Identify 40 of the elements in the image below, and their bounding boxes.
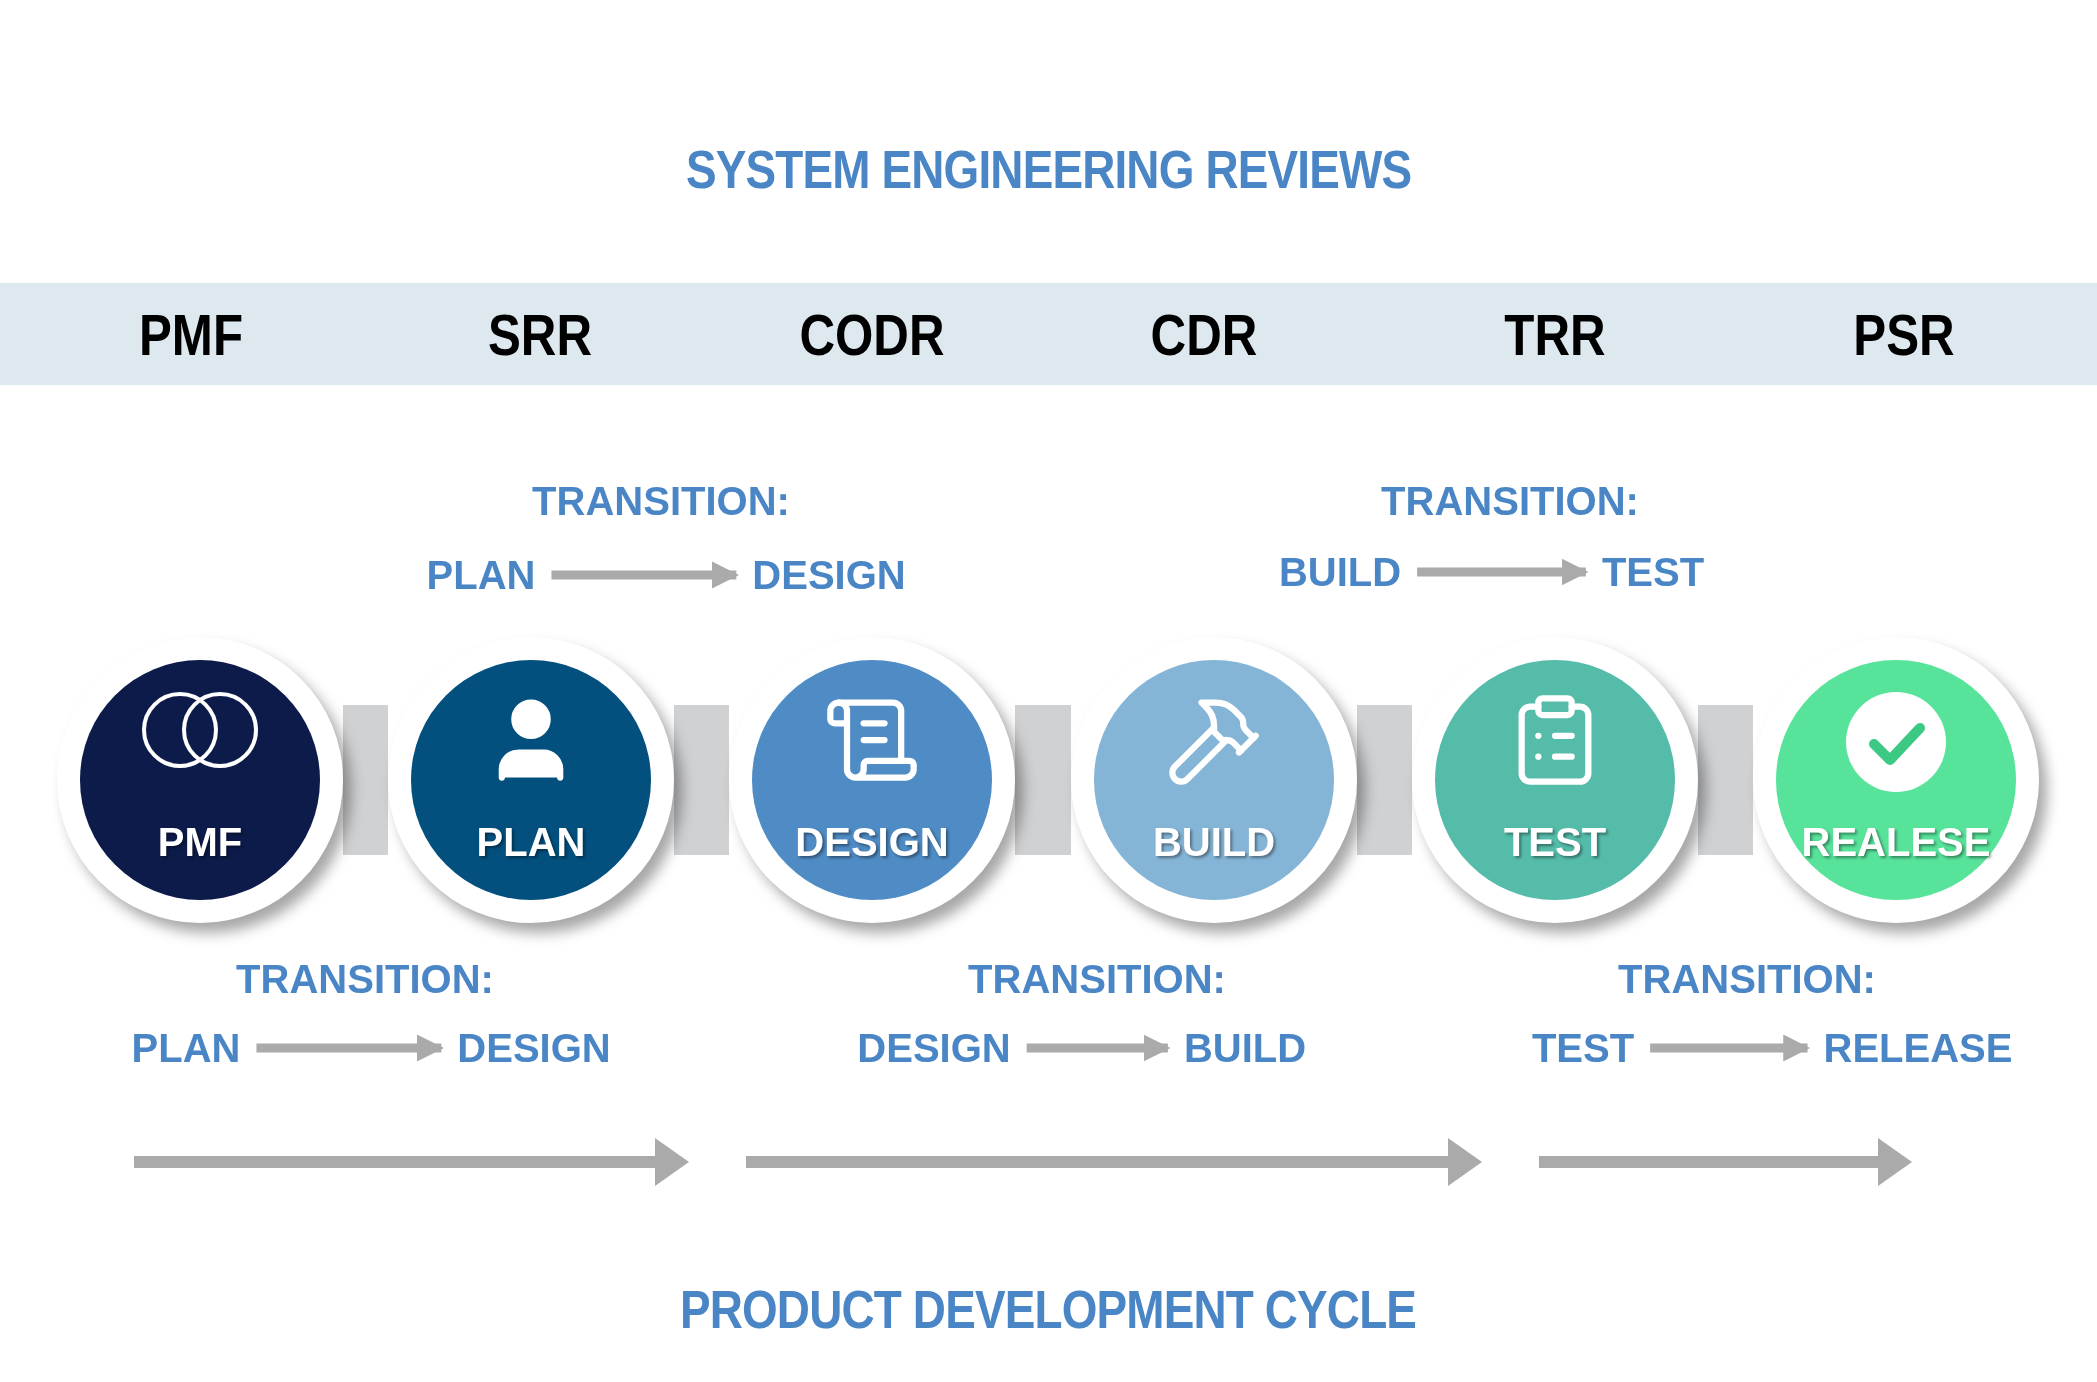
step-circle: REALESE (1753, 637, 2039, 923)
phase-word: RELEASE (1807, 1025, 2029, 1071)
step-circle: BUILD (1071, 637, 1357, 923)
transition-label: TRANSITION: (1381, 478, 1639, 524)
transition-label: TRANSITION: (968, 956, 1226, 1002)
review-band (0, 283, 2097, 385)
transition-label: TRANSITION: (532, 478, 790, 524)
link-band (1015, 705, 1071, 855)
review-name: CODR (799, 300, 945, 368)
step-circle: PMF (57, 637, 343, 923)
link-band (343, 705, 388, 855)
step-circle: DESIGN (729, 637, 1015, 923)
phase-word: DESIGN (736, 552, 922, 598)
phase-word: BUILD (1167, 1025, 1323, 1071)
review-name: TRR (1504, 300, 1606, 368)
phase-word: DESIGN (441, 1025, 627, 1071)
phase-word: PLAN (410, 552, 552, 598)
review-name: SRR (487, 300, 593, 368)
step-circle: PLAN (388, 637, 674, 923)
phase-word: PLAN (115, 1025, 257, 1071)
link-band (1357, 705, 1412, 855)
review-name: CDR (1150, 300, 1258, 368)
arrow (1417, 558, 1589, 586)
review-name: PSR (1853, 300, 1955, 368)
transition-label: TRANSITION: (1618, 956, 1876, 1002)
phase-word: DESIGN (841, 1025, 1027, 1071)
phase-word: BUILD (1262, 549, 1418, 595)
transition-label: TRANSITION: (236, 956, 494, 1002)
phase-word: TEST (1585, 549, 1721, 595)
arrow (551, 561, 739, 589)
review-name: PMF (138, 300, 244, 368)
phase-word: TEST (1515, 1025, 1651, 1071)
arrow (1026, 1034, 1171, 1062)
link-band (674, 705, 729, 855)
link-band (1698, 705, 1753, 855)
step-circle: TEST (1412, 637, 1698, 923)
arrow (1650, 1034, 1811, 1062)
diagram-title: SYSTEM ENGINEERING REVIEWS (685, 138, 1412, 200)
arrow (256, 1034, 444, 1062)
diagram-caption: PRODUCT DEVELOPMENT CYCLE (680, 1278, 1417, 1340)
